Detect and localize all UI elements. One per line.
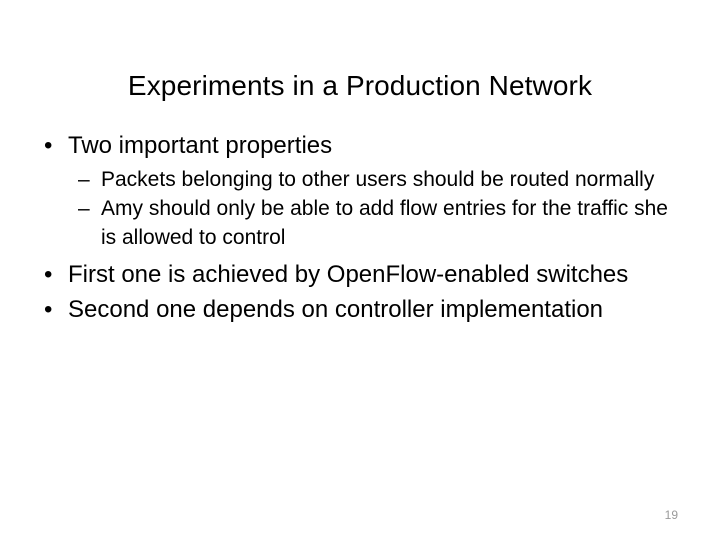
list-item: • First one is achieved by OpenFlow-enab… [36,258,688,292]
page-title: Experiments in a Production Network [127,69,593,101]
slide-body: • Two important properties – Packets bel… [36,129,688,328]
list-item-label: Packets belonging to other users should … [101,168,655,191]
bullet-dot-icon: • [44,296,53,323]
sub-list: – Packets belonging to other users shoul… [36,165,688,252]
dash-icon: – [78,197,90,220]
list-item: – Packets belonging to other users shoul… [36,165,688,194]
list-item: – Amy should only be able to add flow en… [36,194,688,252]
list-item-label: Second one depends on controller impleme… [68,296,604,323]
list-item-label: Two important properties [68,132,333,159]
list-item: • Two important properties [36,129,688,163]
page-number: 19 [664,508,678,522]
dash-icon: – [78,168,90,191]
list-item-label: First one is achieved by OpenFlow-enable… [68,261,629,288]
list-item-label: Amy should only be able to add flow entr… [101,197,668,249]
list-item: • Second one depends on controller imple… [36,293,688,327]
bullet-dot-icon: • [44,261,53,288]
bullet-dot-icon: • [44,132,53,159]
